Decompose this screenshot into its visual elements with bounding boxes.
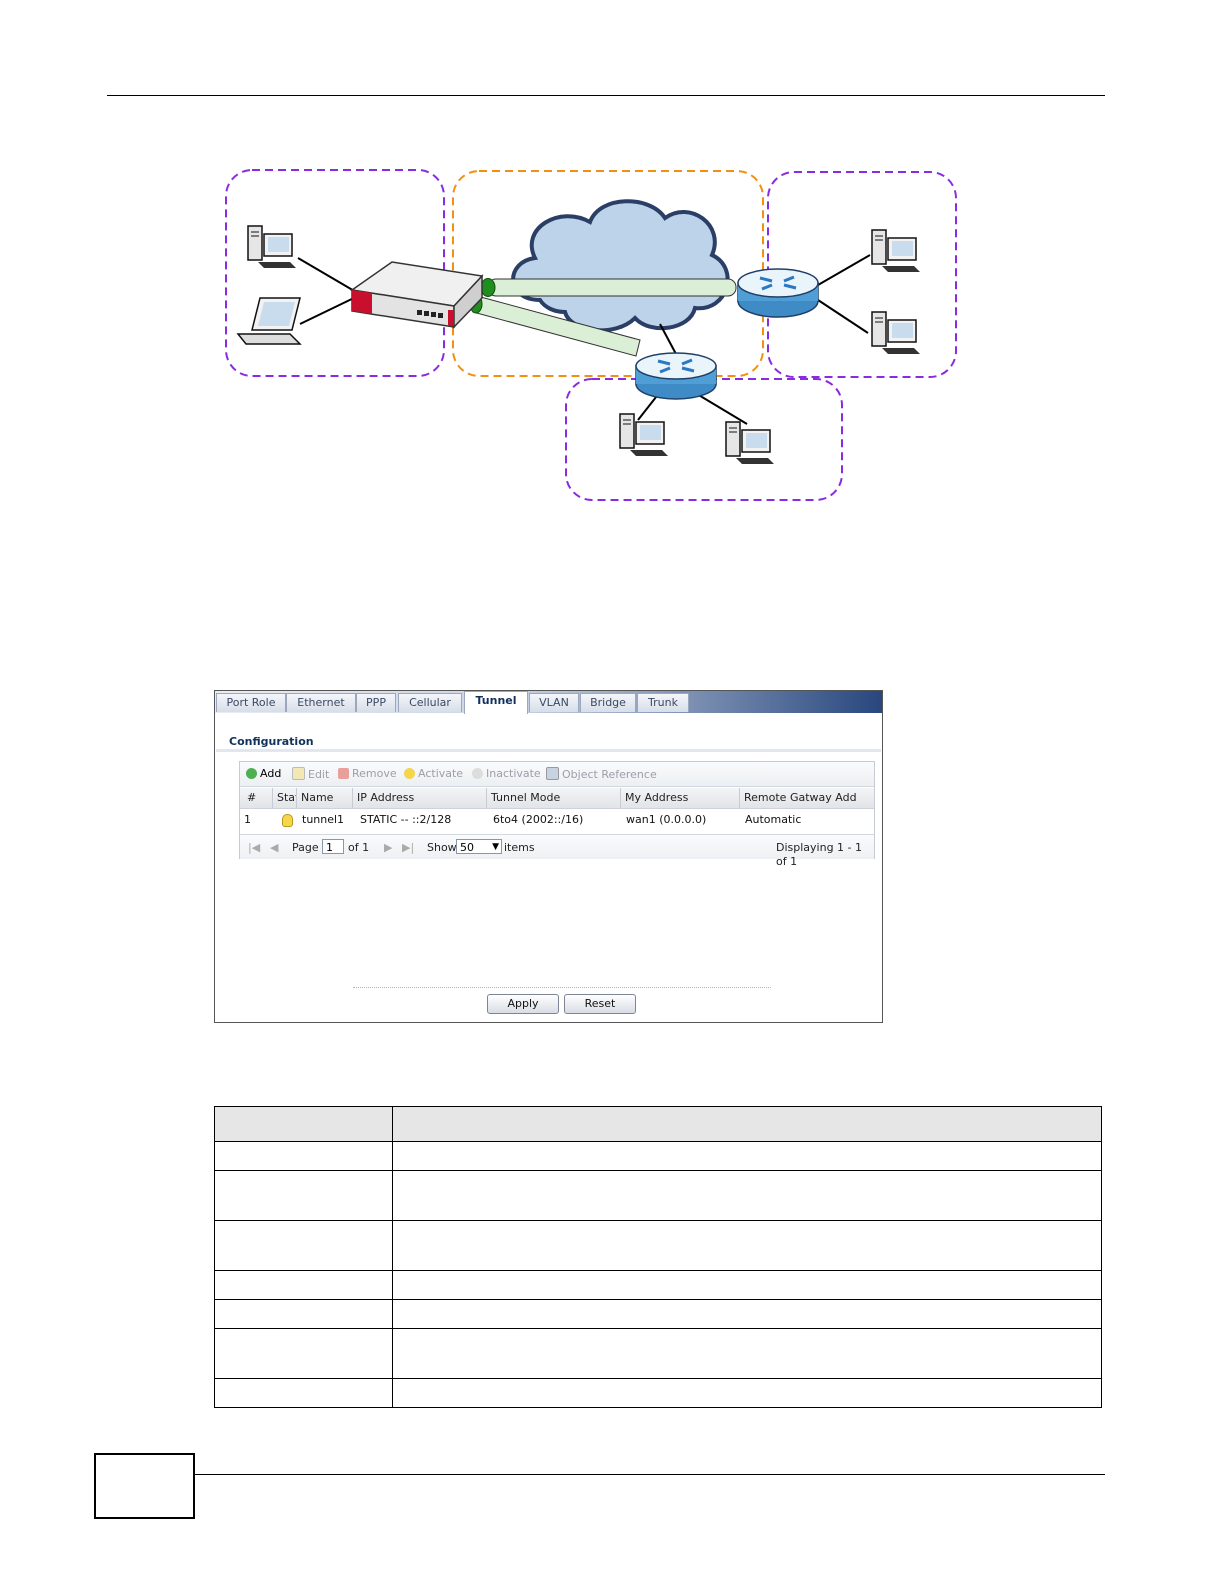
button-divider — [353, 987, 771, 988]
object-reference-icon — [546, 767, 559, 780]
field-description-table — [214, 1106, 1102, 1408]
first-page-icon[interactable]: |◀ — [248, 841, 260, 855]
tab-bridge[interactable]: Bridge — [580, 693, 636, 712]
table-header-row — [215, 1107, 1102, 1142]
table-row — [215, 1221, 1102, 1271]
desktop-pc-icon — [872, 312, 920, 354]
table-row[interactable]: 1 tunnel1 STATIC -- ::2/128 6to4 (2002::… — [240, 810, 874, 830]
table-cell — [393, 1171, 1102, 1221]
items-label: items — [504, 841, 535, 855]
lightbulb-off-icon — [472, 768, 483, 779]
row-name: tunnel1 — [298, 810, 344, 830]
edit-icon — [292, 767, 305, 780]
desktop-pc-icon — [872, 230, 920, 272]
last-page-icon[interactable]: ▶| — [402, 841, 414, 855]
table-cell — [215, 1142, 393, 1171]
column-header-ip-address[interactable]: IP Address — [352, 788, 486, 808]
table-row — [215, 1171, 1102, 1221]
inactivate-button[interactable]: Inactivate — [472, 767, 541, 781]
internet-cloud-icon — [513, 201, 728, 330]
table-cell — [215, 1300, 393, 1329]
grid-header: # Stat Name IP Address Tunnel Mode My Ad… — [240, 788, 874, 809]
reset-button[interactable]: Reset — [564, 994, 636, 1014]
chevron-down-icon: ▼ — [492, 840, 499, 855]
row-index: 1 — [240, 810, 251, 830]
table-cell — [393, 1221, 1102, 1271]
page-size-select[interactable]: 50 ▼ — [456, 839, 502, 854]
header-rule — [107, 95, 1105, 96]
table-row — [215, 1329, 1102, 1379]
apply-button[interactable]: Apply — [487, 994, 559, 1014]
tab-bar: Port Role Ethernet PPP Cellular Tunnel V… — [215, 691, 882, 713]
tab-cellular[interactable]: Cellular — [398, 693, 462, 712]
table-cell — [393, 1379, 1102, 1408]
table-cell — [393, 1300, 1102, 1329]
page-number-input[interactable]: 1 — [322, 839, 344, 854]
displaying-summary: Displaying 1 - 1 of 1 — [776, 841, 874, 855]
desktop-pc-icon — [726, 422, 774, 464]
edit-button[interactable]: Edit — [292, 767, 329, 781]
table-cell — [215, 1271, 393, 1300]
column-header-my-address[interactable]: My Address — [620, 788, 739, 808]
laptop-icon — [238, 298, 300, 344]
column-header-index[interactable]: # — [243, 788, 273, 808]
table-cell — [393, 1329, 1102, 1379]
previous-page-icon[interactable]: ◀ — [270, 841, 278, 855]
desktop-pc-icon — [248, 226, 296, 268]
grid-toolbar: Add Edit Remove Activate Inactivate Obje… — [240, 762, 874, 787]
table-cell — [215, 1329, 393, 1379]
table-cell — [215, 1379, 393, 1408]
row-tunnel-mode: 6to4 (2002::/16) — [489, 810, 583, 830]
activate-button[interactable]: Activate — [404, 767, 463, 781]
table-cell — [393, 1142, 1102, 1171]
section-title: Configuration — [229, 735, 314, 748]
tab-ethernet[interactable]: Ethernet — [286, 693, 356, 712]
tab-tunnel[interactable]: Tunnel — [464, 691, 528, 714]
row-ip-address: STATIC -- ::2/128 — [356, 810, 451, 830]
lightbulb-on-icon — [404, 768, 415, 779]
column-header-remote-gateway[interactable]: Remote Gatway Addres — [739, 788, 856, 808]
tab-trunk[interactable]: Trunk — [637, 693, 689, 712]
tab-vlan[interactable]: VLAN — [529, 693, 579, 712]
row-my-address: wan1 (0.0.0.0) — [622, 810, 706, 830]
table-row — [215, 1142, 1102, 1171]
next-page-icon[interactable]: ▶ — [384, 841, 392, 855]
table-row — [215, 1271, 1102, 1300]
column-header-tunnel-mode[interactable]: Tunnel Mode — [486, 788, 620, 808]
description-column-header — [393, 1107, 1102, 1142]
table-cell — [215, 1221, 393, 1271]
column-header-name[interactable]: Name — [296, 788, 352, 808]
grid-pager: |◀ ◀ Page 1 of 1 ▶ ▶| Show 50 ▼ items Di… — [240, 834, 874, 859]
section-divider — [216, 749, 881, 752]
add-button[interactable]: Add — [246, 767, 281, 781]
table-row — [215, 1300, 1102, 1329]
table-row — [215, 1379, 1102, 1408]
table-cell — [215, 1171, 393, 1221]
router-icon-right — [738, 269, 818, 317]
table-cell — [393, 1271, 1102, 1300]
tab-ppp[interactable]: PPP — [356, 693, 396, 712]
object-reference-button[interactable]: Object Reference — [546, 767, 657, 781]
label-column-header — [215, 1107, 393, 1142]
tunnel-configuration-screen: Port Role Ethernet PPP Cellular Tunnel V… — [214, 690, 883, 1023]
page-count-label: of 1 — [348, 841, 369, 855]
add-icon — [246, 768, 257, 779]
ipv6-6to4-tunnel-diagram — [220, 160, 965, 510]
zyxel-gateway-icon — [352, 262, 482, 327]
page-number-box — [94, 1453, 195, 1519]
tunnel-pipe-upper — [481, 279, 736, 297]
column-header-status[interactable]: Stat — [272, 788, 296, 808]
page-size-value: 50 — [460, 841, 474, 854]
tunnel-grid: Add Edit Remove Activate Inactivate Obje… — [239, 761, 875, 859]
row-remote-gateway: Automatic — [741, 810, 801, 830]
page-label: Page — [292, 841, 319, 855]
remove-button[interactable]: Remove — [338, 767, 397, 781]
router-icon-bottom — [636, 353, 716, 399]
trash-icon — [338, 768, 349, 779]
desktop-pc-icon — [620, 414, 668, 456]
show-label: Show — [427, 841, 457, 855]
tab-port-role[interactable]: Port Role — [216, 693, 286, 712]
footer-rule — [193, 1474, 1105, 1475]
lightbulb-on-icon — [278, 814, 293, 834]
